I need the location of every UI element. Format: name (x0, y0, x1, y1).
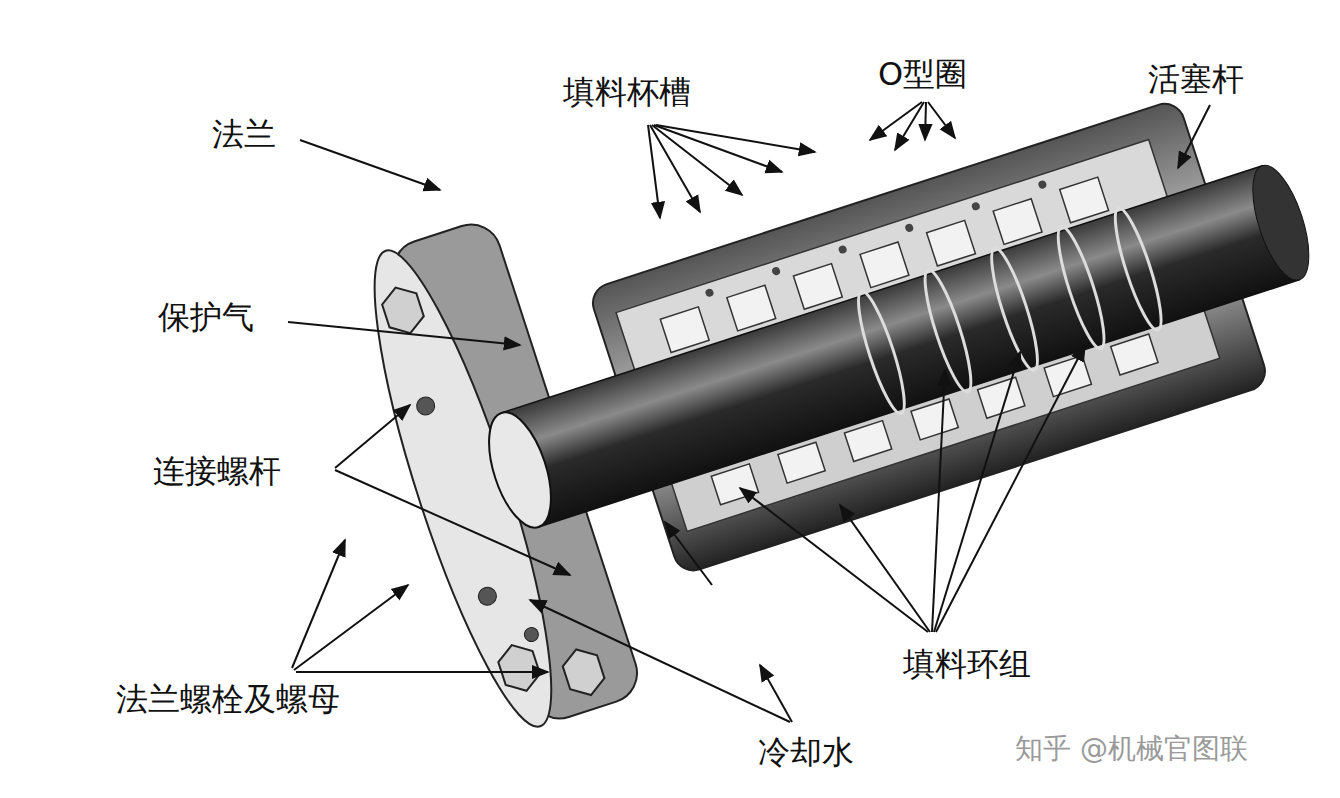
part-label: 法兰螺栓及螺母 (116, 680, 340, 718)
part-label: 填料杯槽 (563, 73, 691, 111)
part-label: 活塞杆 (1148, 60, 1244, 98)
part-label: 冷却水 (758, 733, 854, 771)
cutaway-body (343, 0, 1340, 740)
part-label: O型圈 (878, 55, 967, 93)
watermark: 知乎 @机械官图联 (1015, 732, 1248, 766)
part-label: 保护气 (158, 298, 254, 336)
part-label: 连接螺杆 (153, 452, 281, 490)
part-label: 法兰 (212, 115, 276, 153)
leader-lines (288, 102, 1210, 722)
part-label: 填料环组 (903, 645, 1031, 683)
